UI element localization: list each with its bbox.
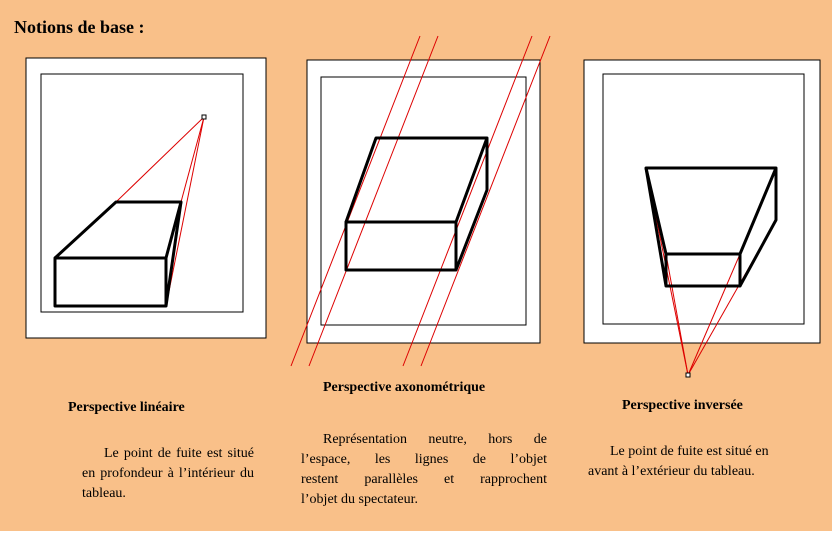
vanishing-point-inverted (685, 372, 691, 378)
panel-inverted-description: Le point de fuite est situé en avant à l… (588, 442, 820, 482)
panel-axonometric-frame-outer (306, 59, 541, 344)
description-line: Le point de fuite est situé en (610, 444, 769, 459)
description-line: Le point de fuite est situé (104, 446, 254, 461)
panel-axonometric-title: Perspective axonométrique (323, 380, 486, 395)
description-line: en profondeur à l’intérieur du (82, 466, 254, 481)
panel-axonometric-frame-inner (320, 76, 527, 326)
panel-linear-description: Le point de fuite est situé en profondeu… (82, 444, 254, 504)
panel-axonometric-description: Représentation neutre, hors de l’espace,… (301, 430, 547, 510)
panel-linear-figure (25, 57, 267, 339)
description-line: avant à l’extérieur du tableau. (588, 464, 755, 479)
description-line: tableau. (82, 486, 126, 501)
box-linear (53, 200, 183, 308)
panel-inverted-frame-outer (583, 59, 821, 344)
panel-linear-title: Perspective linéaire (68, 400, 185, 415)
panel-inverted-title: Perspective inversée (622, 398, 743, 413)
parallel-lines-axonometric (290, 35, 551, 367)
description-line: l’objet du spectateur. (301, 492, 419, 507)
panel-linear-frame-inner (40, 73, 244, 313)
page-title: Notions de base : (14, 17, 145, 37)
description-line: restent parallèles et rapprochent (301, 472, 547, 487)
panel-inverted-figure (583, 59, 821, 378)
description-line: Représentation neutre, hors de (323, 432, 547, 447)
panel-linear-frame-outer (25, 57, 267, 339)
panel-inverted-frame-inner (602, 73, 805, 325)
box-axonometric (344, 136, 489, 272)
description-line: l’espace, les lignes de l’objet (301, 452, 547, 467)
box-inverted (644, 166, 778, 288)
panel-axonometric-figure (290, 35, 551, 367)
vanishing-lines-linear (115, 116, 205, 307)
vanishing-point-linear (201, 114, 207, 120)
